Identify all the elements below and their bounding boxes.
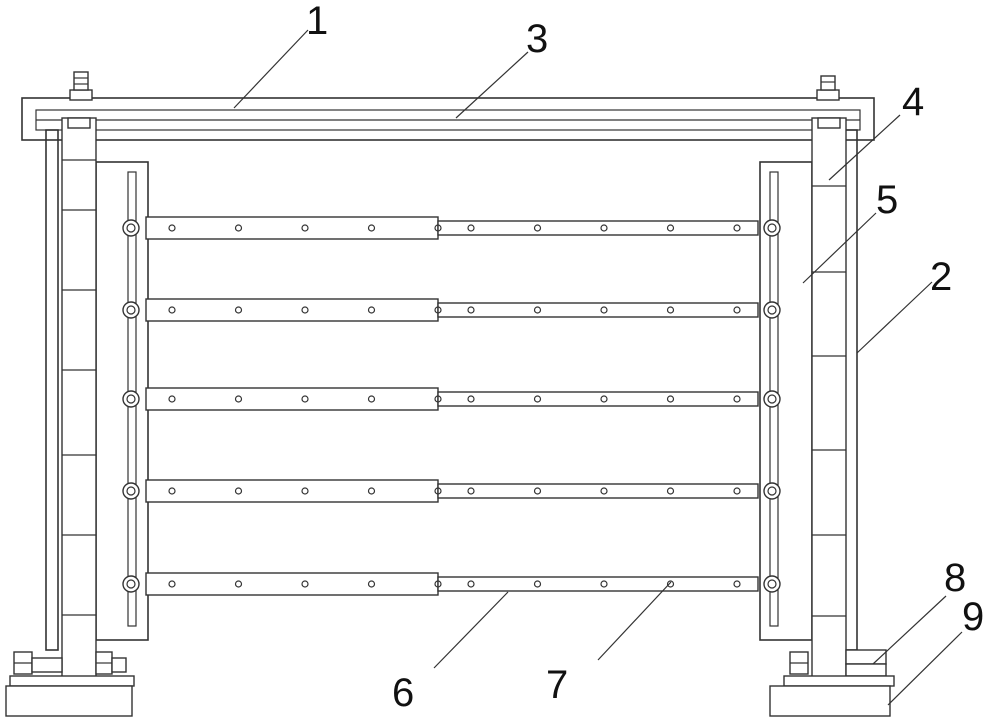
top-beam [22,98,874,140]
callout-9: 9 [962,595,984,639]
callout-8: 8 [944,556,966,600]
rail-pin-right [764,220,780,236]
rail-left-segment [146,573,438,595]
rail-pin-left [123,576,139,592]
left-column [62,118,96,688]
rail-right-segment [438,577,758,591]
rail-pin-right [764,576,780,592]
rails [123,217,780,595]
callout-7: 7 [546,663,568,707]
rail-pin-left [123,483,139,499]
left-inner-plate [96,162,148,640]
rail-left-segment [146,217,438,239]
rail-pin-right [764,302,780,318]
top-bolt-left [70,72,92,100]
rail-pin-right [764,391,780,407]
callout-5: 5 [876,178,898,222]
rail-pin-right [764,483,780,499]
top-bolt-right [817,76,839,100]
rail-pin-left [123,302,139,318]
rail-pin-left [123,220,139,236]
rail-left-segment [146,388,438,410]
leader-lines [234,30,962,705]
right-column [812,118,846,688]
rail-right-segment [438,392,758,406]
callout-3: 3 [526,17,548,61]
callout-2: 2 [930,255,952,299]
callout-6: 6 [392,671,414,715]
rail-right-segment [438,303,758,317]
callout-4: 4 [902,80,924,124]
rail-right-segment [438,484,758,498]
rail-left-segment [146,480,438,502]
rail-right-segment [438,221,758,235]
rail-pin-left [123,391,139,407]
rail-left-segment [146,299,438,321]
callout-1: 1 [306,0,328,43]
